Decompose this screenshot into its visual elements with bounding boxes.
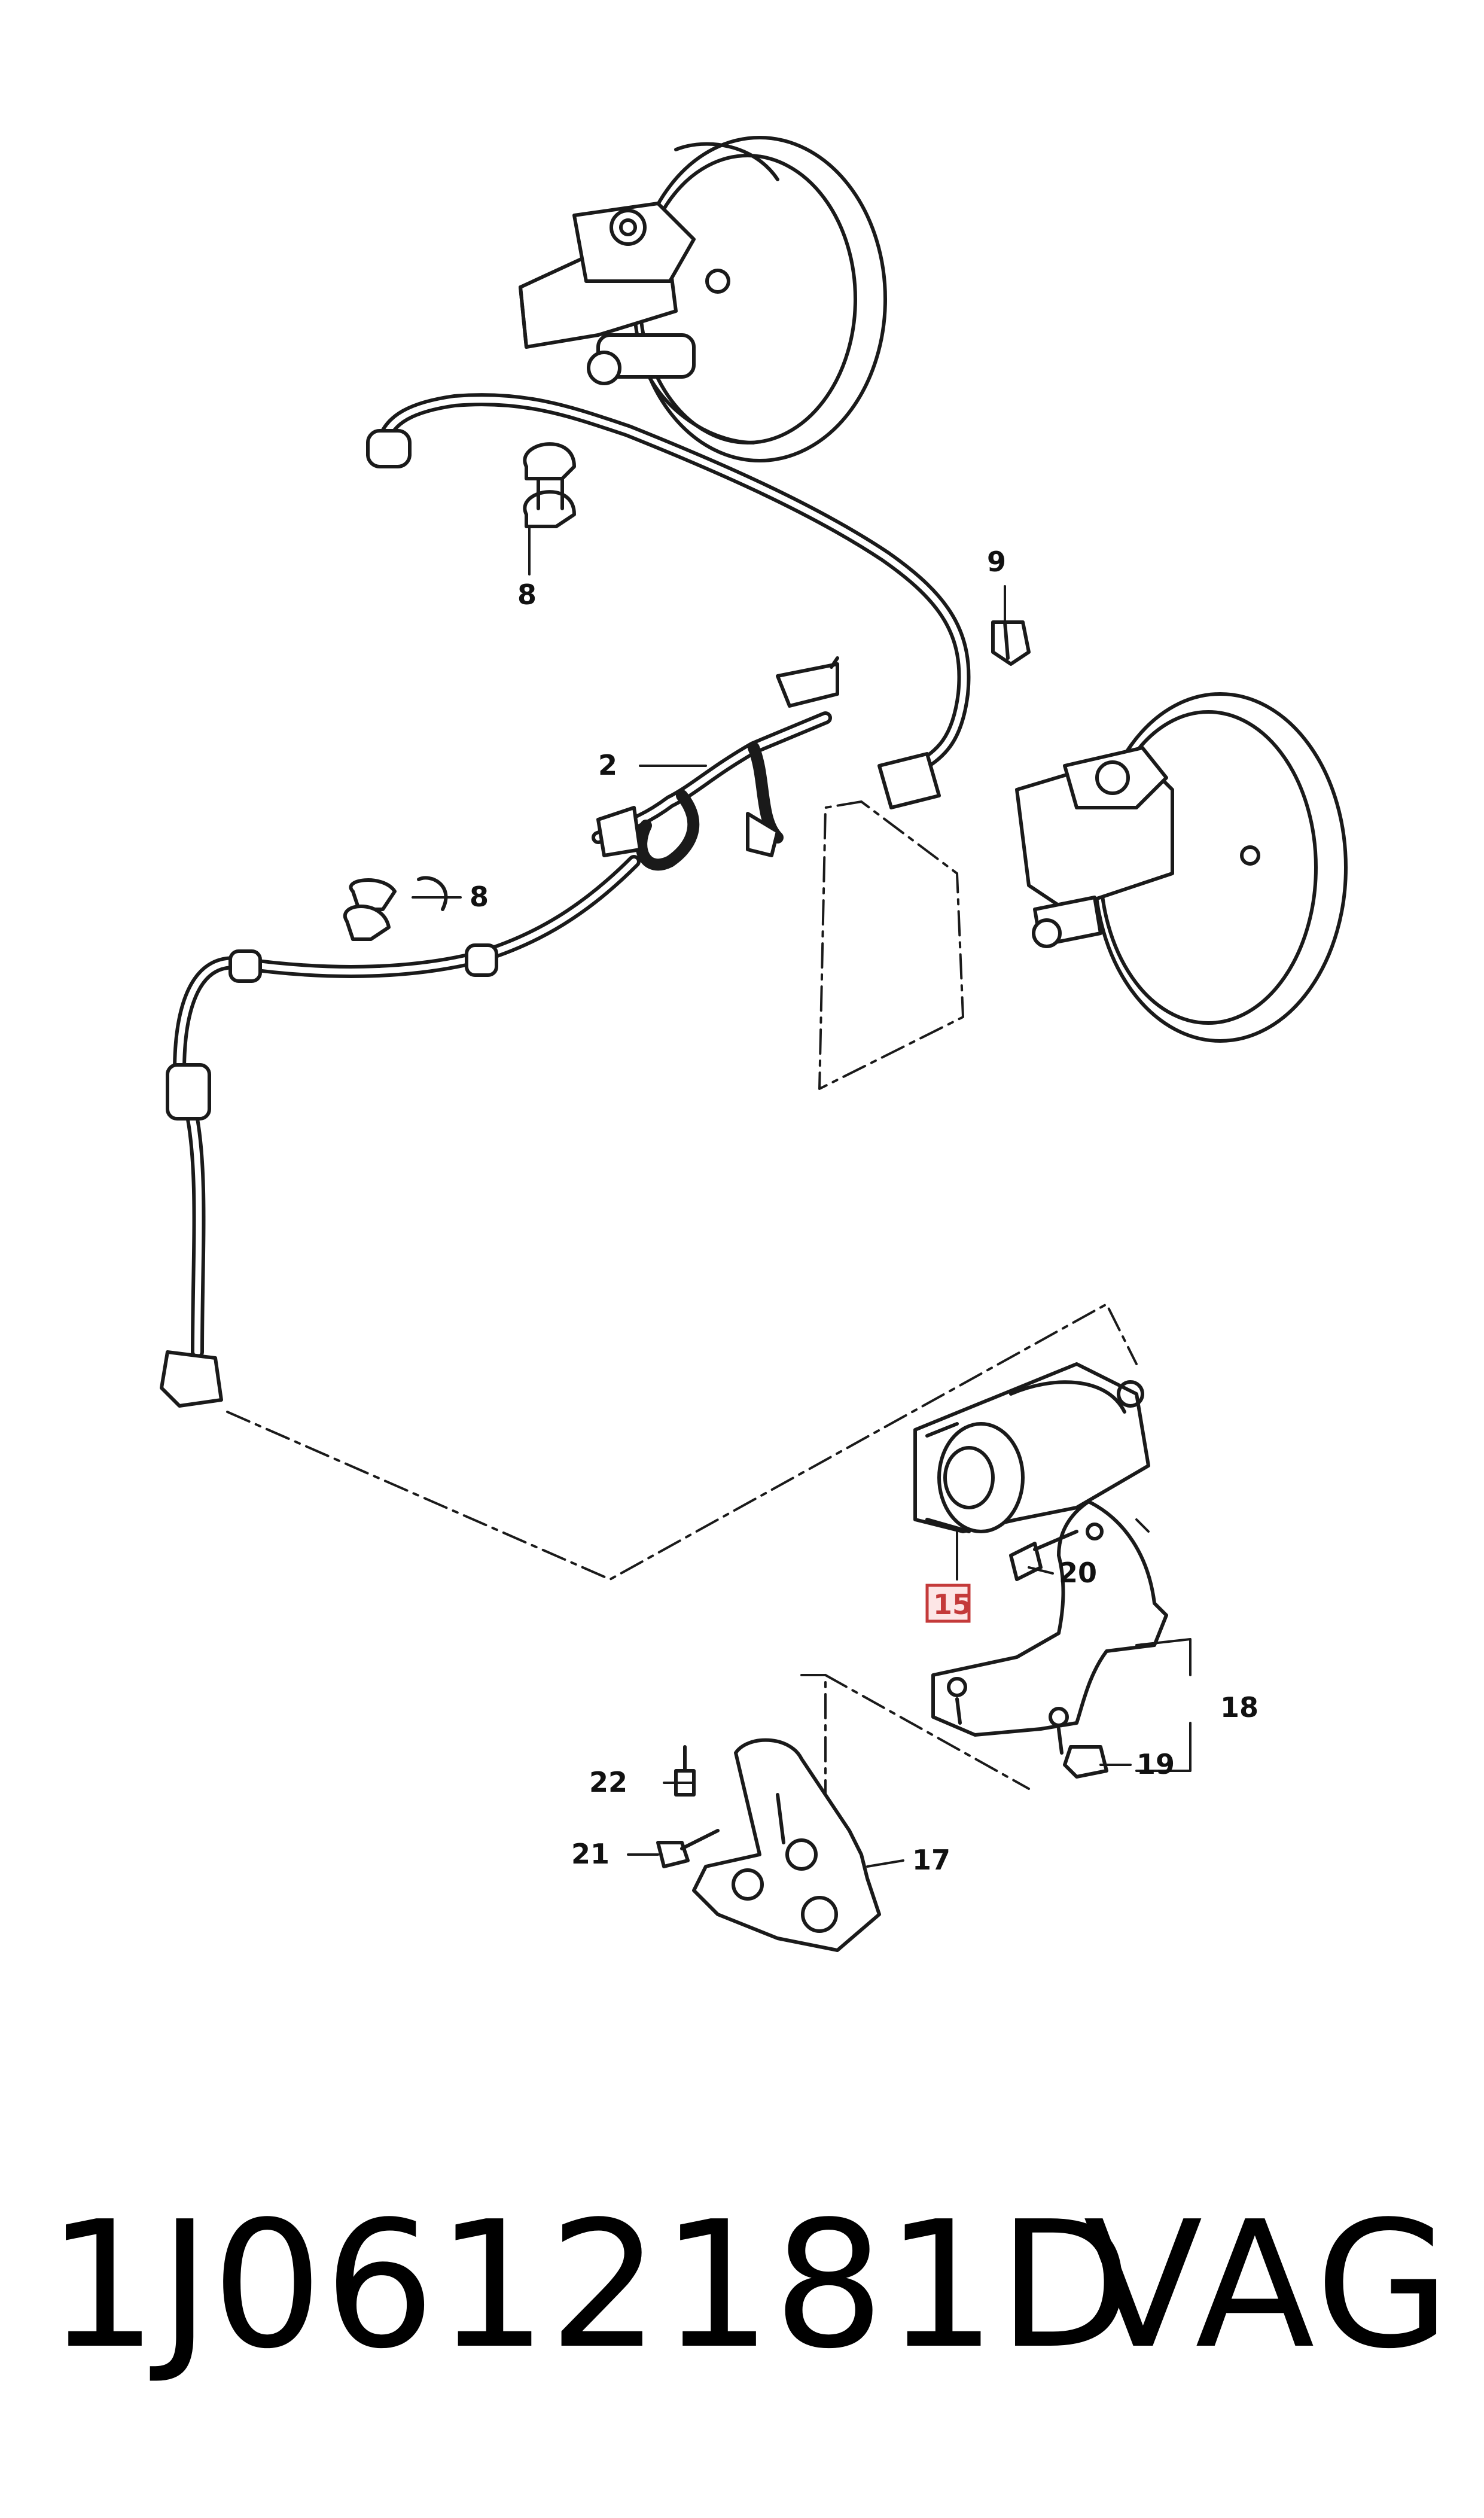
callout-17: 17 bbox=[912, 1844, 950, 1876]
callout-20: 20 bbox=[1059, 1557, 1097, 1589]
callout-21: 21 bbox=[571, 1838, 610, 1870]
clip-part-9 bbox=[991, 620, 1031, 666]
callout-8-upper: 8 bbox=[517, 578, 537, 611]
callout-15: 15 bbox=[933, 1588, 971, 1621]
callout-8-lower: 8 bbox=[470, 881, 489, 913]
brake-booster-lower bbox=[1015, 692, 1348, 1043]
mounting-bracket bbox=[692, 1738, 881, 1952]
callout-22: 22 bbox=[589, 1766, 627, 1798]
vacuum-hose-upper bbox=[366, 393, 971, 809]
brand-name: VAG bbox=[1083, 2184, 1454, 2387]
callout-18: 18 bbox=[1220, 1691, 1258, 1724]
hose-clip-upper bbox=[523, 442, 576, 528]
leader-lines bbox=[412, 525, 1192, 1868]
callout-15-highlight: 15 bbox=[925, 1584, 971, 1623]
hose-clip-lower bbox=[343, 876, 448, 941]
footer: 1J0612181D VAG bbox=[0, 2178, 1484, 2429]
exploded-parts-diagram: 8 2 9 8 20 15 18 19 22 17 21 bbox=[160, 136, 1348, 1952]
callout-19: 19 bbox=[1136, 1748, 1175, 1780]
bracket-part-18 bbox=[931, 1500, 1168, 1755]
callout-2: 2 bbox=[598, 749, 617, 781]
vacuum-hose-assembly bbox=[592, 656, 839, 871]
brake-booster-upper bbox=[519, 136, 887, 462]
part-number: 1J0612181D bbox=[47, 2184, 1134, 2387]
bolt-part-21 bbox=[656, 1829, 720, 1868]
bolt-part-20 bbox=[1009, 1530, 1078, 1581]
nut-part-19 bbox=[1063, 1745, 1108, 1779]
callout-9: 9 bbox=[987, 546, 1006, 578]
reference-lines bbox=[226, 800, 1150, 1796]
vacuum-pump bbox=[913, 1362, 1150, 1533]
bolt-part-22 bbox=[674, 1745, 696, 1797]
vacuum-hose-long bbox=[160, 855, 641, 1408]
